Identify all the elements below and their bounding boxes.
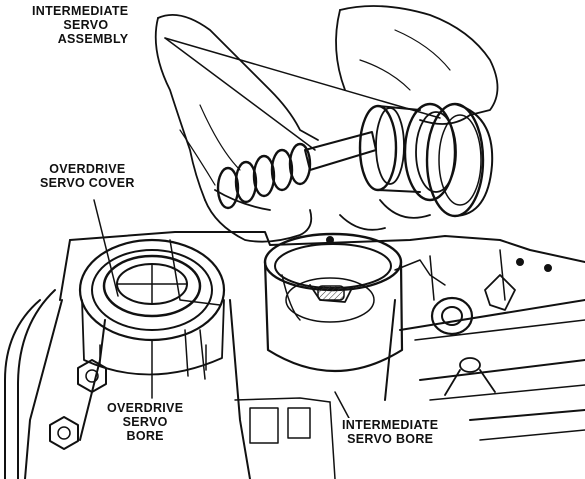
left-hose — [4, 289, 56, 479]
bolts-left — [49, 359, 107, 450]
leader-servo-assembly-spring — [164, 37, 316, 151]
leader-overdrive-cover — [93, 199, 119, 297]
leader-intermediate-bore — [334, 391, 351, 421]
case-right-details — [429, 249, 552, 396]
label-overdrive-servo-bore: OVERDRIVE SERVO BORE — [105, 401, 186, 443]
intermediate-servo-bore — [263, 232, 404, 372]
label-intermediate-servo-assembly: INTERMEDIATE SERVO ASSEMBLY — [30, 4, 131, 46]
transmission-case — [24, 231, 585, 479]
label-overdrive-servo-cover: OVERDRIVE SERVO COVER — [38, 162, 137, 190]
leader-servo-assembly-piston — [164, 37, 441, 119]
label-intermediate-servo-bore: INTERMEDIATE SERVO BORE — [340, 418, 441, 446]
servo-spring — [216, 142, 312, 210]
leader-lines — [93, 37, 441, 421]
servo-piston — [304, 102, 494, 218]
hands — [154, 5, 499, 243]
